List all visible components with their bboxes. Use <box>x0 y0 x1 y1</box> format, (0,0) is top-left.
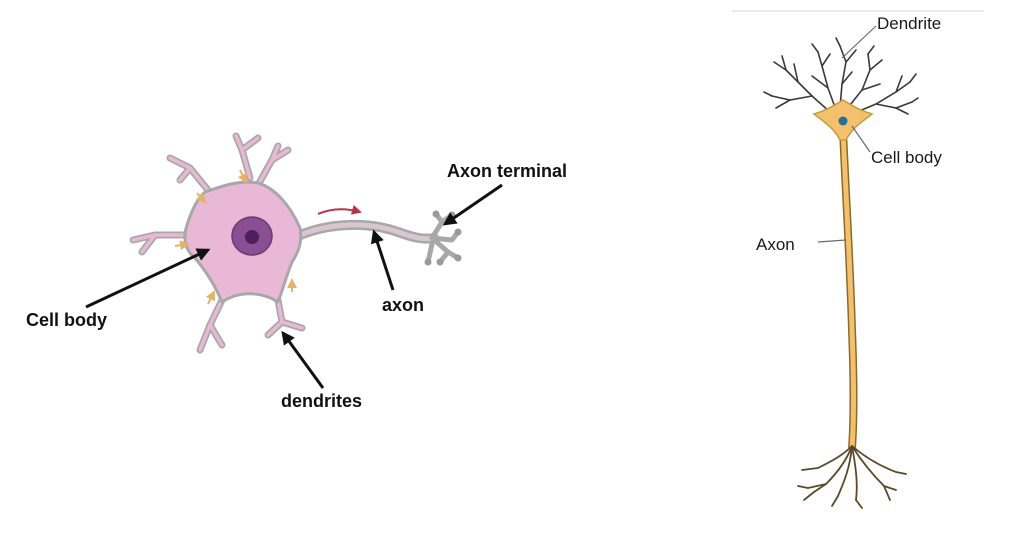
flow-arrow-small <box>205 290 215 305</box>
left-pointer-arrows <box>85 183 503 389</box>
label-axon: axon <box>382 295 424 315</box>
left-axon-terminal <box>425 211 461 265</box>
left-neuron-cell <box>129 132 462 354</box>
flow-arrow-small <box>237 169 247 184</box>
left-neuron-diagram: Axon terminal axon Cell body dendrites <box>26 132 567 411</box>
dendrite-pointer <box>841 25 877 59</box>
right-pointer-lines <box>817 25 877 243</box>
right-cell-body-pointer <box>851 125 871 153</box>
left-dendrite-branches-fill <box>131 134 304 352</box>
signal-flow-arrows <box>174 169 362 305</box>
left-axon-core <box>295 222 437 242</box>
right-dendritic-tree <box>763 37 919 115</box>
flow-arrow-small <box>174 240 190 251</box>
label-axon-terminal: Axon terminal <box>447 161 567 181</box>
right-nucleus <box>838 116 848 126</box>
right-axon-terminals <box>797 445 907 509</box>
left-nucleolus <box>245 230 259 244</box>
axon-terminal-pointer <box>442 183 503 226</box>
label-dendrites: dendrites <box>281 391 362 411</box>
label-right-axon: Axon <box>756 235 795 254</box>
cell-body-pointer <box>85 248 211 309</box>
right-axon-core <box>840 129 856 449</box>
right-axon-pointer <box>817 239 847 243</box>
label-dendrite: Dendrite <box>877 14 941 33</box>
flow-arrow-red <box>317 204 362 215</box>
right-neuron-diagram: Dendrite Cell body Axon <box>732 10 984 509</box>
axon-pointer <box>370 229 395 291</box>
label-right-cell-body: Cell body <box>871 148 942 167</box>
label-cell-body: Cell body <box>26 310 107 330</box>
flow-arrow-small <box>195 192 207 204</box>
dendrites-pointer <box>281 330 325 389</box>
